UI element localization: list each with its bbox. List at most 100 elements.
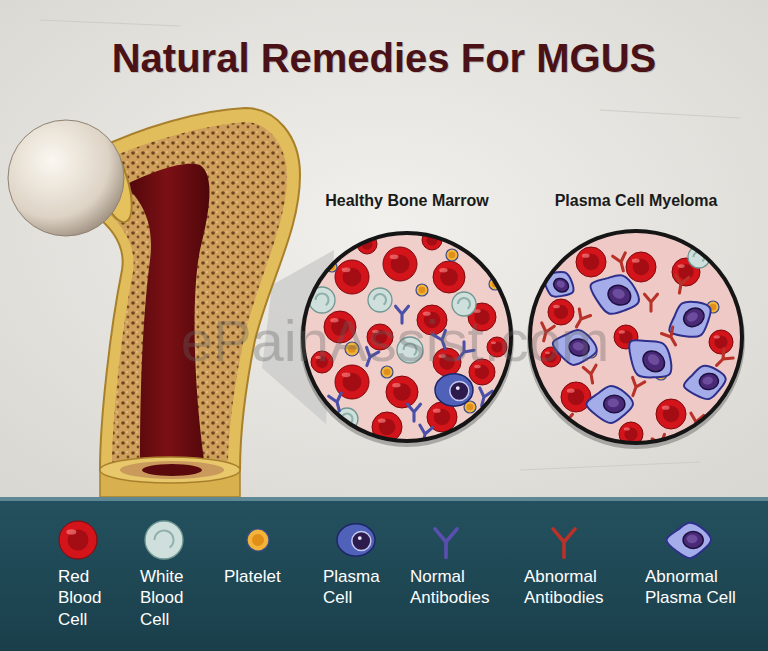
red-blood-cell xyxy=(438,354,445,358)
circle-outline xyxy=(291,221,523,453)
red-blood-cell xyxy=(433,348,461,376)
red-blood-cell xyxy=(392,383,400,387)
white-blood-cell xyxy=(452,292,476,316)
red-blood-cell xyxy=(548,299,574,325)
red-blood-cell xyxy=(491,341,496,344)
abnormal-plasma-cell xyxy=(617,327,682,391)
platelet xyxy=(252,534,264,546)
abnormal-plasma-cell xyxy=(698,372,720,391)
red-blood-cell xyxy=(440,268,458,286)
red-blood-cell xyxy=(568,389,585,406)
red-blood-cell xyxy=(417,305,447,335)
platelet xyxy=(348,345,356,353)
red-blood-cell xyxy=(390,254,399,259)
platelet xyxy=(416,284,428,296)
bone-cross-section xyxy=(100,457,240,483)
red-blood-cell xyxy=(433,261,465,293)
white-blood-cell xyxy=(145,521,183,559)
circle-outline xyxy=(303,233,511,441)
red-blood-cell xyxy=(656,399,686,429)
white-blood-cell xyxy=(374,294,386,305)
red-blood-cell xyxy=(372,330,379,334)
red-blood-cell xyxy=(545,351,550,354)
red-blood-cell xyxy=(487,337,507,357)
legend-icon xyxy=(234,516,282,564)
platelet xyxy=(446,249,458,261)
plasma-cell xyxy=(337,524,375,556)
antibody xyxy=(453,342,474,363)
antibody xyxy=(433,330,451,350)
red-blood-cell xyxy=(378,419,386,423)
white-blood-cell xyxy=(155,531,174,548)
antibody xyxy=(583,365,599,384)
red-blood-cell xyxy=(386,376,418,408)
platelet xyxy=(381,366,393,378)
red-blood-cell xyxy=(433,261,465,293)
red-blood-cell xyxy=(417,305,447,335)
red-blood-cell xyxy=(576,247,606,277)
spongy-bone xyxy=(105,122,287,466)
red-blood-cell xyxy=(324,311,356,343)
abnormal-plasma-cell xyxy=(661,292,720,347)
platelet xyxy=(247,529,269,551)
abnormal-plasma-cell xyxy=(551,276,571,295)
red-blood-cell xyxy=(561,382,591,412)
legend-text: Normal Antibodies xyxy=(410,566,502,609)
red-blood-cell xyxy=(475,365,489,379)
legend-entry: Red Blood Cell xyxy=(58,516,110,630)
red-blood-cell xyxy=(554,305,568,319)
red-blood-cell xyxy=(59,521,97,559)
marrow-circle: Plasma Cell Myeloma xyxy=(517,191,755,453)
red-blood-cell xyxy=(546,352,557,363)
legend-icon xyxy=(422,516,470,564)
white-blood-cell xyxy=(458,298,470,309)
white-blood-cell xyxy=(368,288,392,312)
red-blood-cell xyxy=(624,427,637,440)
red-blood-cell xyxy=(434,409,451,426)
red-blood-cell xyxy=(714,335,720,338)
red-blood-cell xyxy=(311,351,333,373)
red-blood-cell xyxy=(582,254,590,258)
antibody xyxy=(537,323,554,343)
circle-outline xyxy=(530,231,742,443)
white-blood-cell xyxy=(145,521,183,559)
platelet xyxy=(467,404,474,411)
plasma-cell xyxy=(456,386,460,390)
plasma-cell xyxy=(337,524,375,556)
abnormal-plasma-cell xyxy=(584,266,646,321)
red-blood-cell xyxy=(678,264,693,279)
white-blood-cell xyxy=(404,344,417,356)
red-blood-cell xyxy=(576,247,606,277)
bone-cross-section xyxy=(120,461,224,479)
antibody xyxy=(673,275,689,294)
antibody xyxy=(645,294,658,311)
red-blood-cell xyxy=(393,383,411,401)
platelet xyxy=(416,284,428,296)
platelet xyxy=(381,366,393,378)
legend-text: Red Blood Cell xyxy=(58,566,110,630)
legend-icon xyxy=(140,516,188,564)
legend-entry: Normal Antibodies xyxy=(410,516,502,609)
red-blood-cell xyxy=(66,529,76,534)
femur-head xyxy=(8,120,124,236)
plasma-cell xyxy=(435,374,473,406)
red-blood-cell xyxy=(367,324,393,350)
antibody xyxy=(712,349,733,370)
abnormal-plasma-cell xyxy=(556,279,566,289)
abnormal-plasma-cell xyxy=(661,292,720,347)
marrow-circle: Healthy Bone Marrow xyxy=(288,191,526,453)
abnormal-plasma-cell xyxy=(550,326,600,368)
plasma-cell xyxy=(435,374,473,406)
abnormal-plasma-cell xyxy=(639,347,669,377)
legend-icon xyxy=(540,516,588,564)
abnormal-plasma-cell xyxy=(550,326,600,368)
legend-text: Platelet xyxy=(224,566,296,587)
circle-outline xyxy=(300,233,514,447)
platelet xyxy=(449,252,456,259)
abnormal-plasma-cell xyxy=(680,304,707,330)
red-blood-cell xyxy=(439,354,454,369)
abnormal-plasma-cell xyxy=(605,282,633,308)
antibody xyxy=(553,529,575,558)
antibody xyxy=(613,253,630,273)
red-blood-cell xyxy=(663,406,680,423)
